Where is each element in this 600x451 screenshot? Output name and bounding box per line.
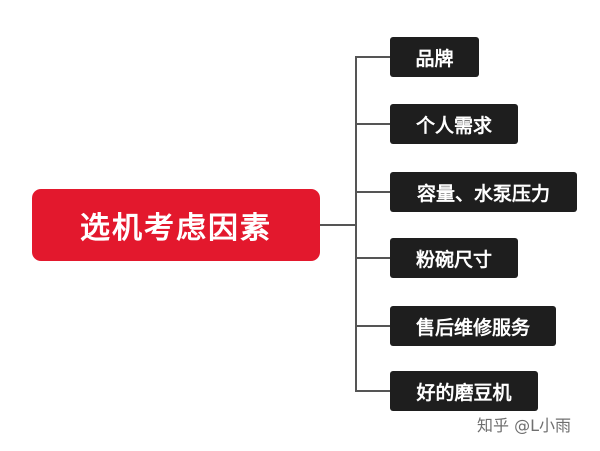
branch-node-grinder: 好的磨豆机 xyxy=(390,371,538,411)
branch-node-personal-needs: 个人需求 xyxy=(390,104,518,144)
branch-node-brand: 品牌 xyxy=(390,37,479,77)
branch-node-portafilter-size: 粉碗尺寸 xyxy=(390,238,518,278)
branch-node-capacity-pump-pressure: 容量、水泵压力 xyxy=(390,172,577,212)
watermark: 知乎 @L小雨 xyxy=(477,416,572,435)
branch-node-after-sales-service: 售后维修服务 xyxy=(390,306,556,346)
root-node: 选机考虑因素 xyxy=(32,189,320,261)
connector-spine xyxy=(355,56,362,392)
